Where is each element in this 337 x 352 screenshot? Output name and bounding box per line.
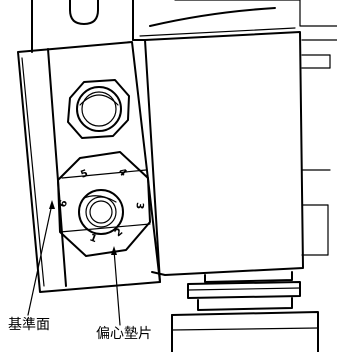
label-eccentric-shim: 偏心墊片 (96, 326, 152, 342)
scale-number-3: 3 (133, 202, 145, 210)
lower-fitting (171, 271, 319, 352)
scale-number-2: 2 (113, 226, 125, 239)
right-block (132, 27, 304, 283)
scale-number-5: 5 (79, 168, 89, 181)
scale-number-4: 4 (116, 166, 129, 179)
scale-number-1: 1 (88, 232, 98, 245)
upper-hex-bolt (67, 79, 130, 139)
leader-lines (27, 200, 121, 326)
scale-number-6: 6 (57, 199, 70, 209)
leader-reference-surface (27, 203, 53, 316)
leader-eccentric-shim (113, 249, 121, 326)
eccentric-shim (57, 151, 151, 257)
reference-plate (17, 41, 161, 293)
background-housing (299, 0, 337, 256)
top-bracket (31, 0, 301, 53)
label-reference-surface: 基準面 (8, 317, 50, 333)
